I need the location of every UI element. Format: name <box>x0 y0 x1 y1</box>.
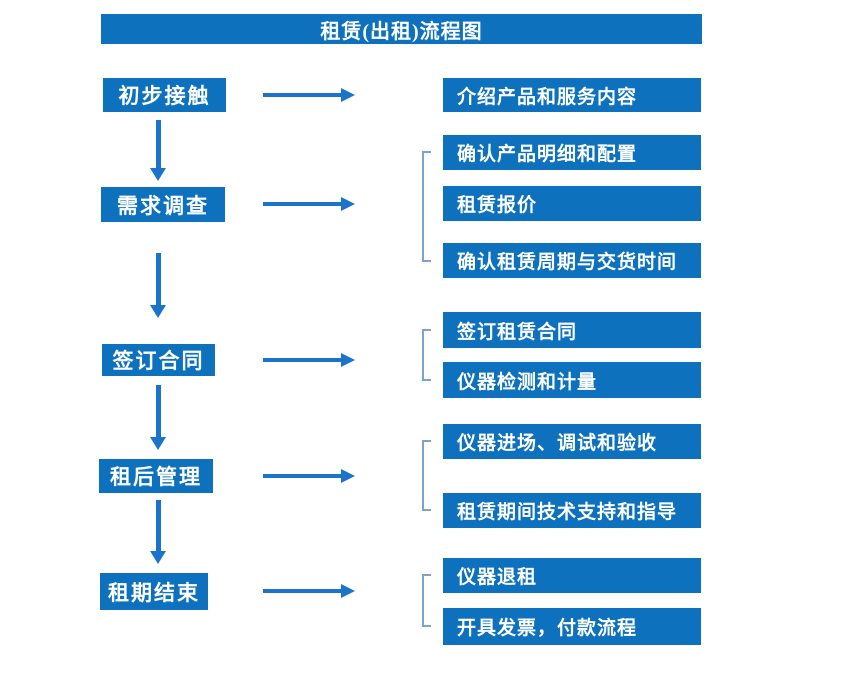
arrow-head-right-icon <box>341 469 355 483</box>
detail-instrument-testing-metering: 仪器检测和计量 <box>443 362 701 398</box>
arrow-head-down-icon <box>150 551 166 564</box>
arrow-shaft <box>263 589 342 593</box>
flow-arrow-down-2 <box>150 253 166 318</box>
arrow-shaft <box>156 253 161 306</box>
flow-arrow-down-1 <box>150 120 166 181</box>
bracket-group-5 <box>422 574 431 627</box>
step-sign-contract: 签订合同 <box>102 344 215 376</box>
flow-arrow-right-5 <box>263 583 355 599</box>
detail-instrument-setup-acceptance: 仪器进场、调试和验收 <box>443 424 701 459</box>
step-post-rental-management: 租后管理 <box>99 459 213 493</box>
flow-arrow-right-1 <box>263 87 355 103</box>
step-needs-survey: 需求调查 <box>101 187 225 222</box>
detail-sign-rental-contract: 签订租赁合同 <box>443 312 701 348</box>
flow-arrow-down-4 <box>150 500 166 564</box>
arrow-shaft <box>263 358 342 362</box>
arrow-shaft <box>263 474 342 478</box>
detail-instrument-return: 仪器退租 <box>443 558 701 593</box>
detail-introduce-products-services: 介绍产品和服务内容 <box>443 78 701 112</box>
flow-arrow-right-3 <box>263 352 355 368</box>
detail-tech-support-guidance: 租赁期间技术支持和指导 <box>443 493 701 528</box>
bracket-group-4 <box>422 440 431 511</box>
detail-invoice-payment: 开具发票，付款流程 <box>443 608 701 645</box>
arrow-shaft <box>156 500 161 552</box>
bracket-group-3 <box>422 329 431 381</box>
arrow-head-down-icon <box>150 437 166 450</box>
detail-confirm-product-config: 确认产品明细和配置 <box>443 135 701 170</box>
arrow-head-right-icon <box>341 197 355 211</box>
flow-arrow-right-4 <box>263 468 355 484</box>
arrow-shaft <box>263 93 342 97</box>
arrow-head-down-icon <box>150 168 166 181</box>
step-rental-end: 租期结束 <box>100 573 208 610</box>
arrow-head-right-icon <box>341 584 355 598</box>
arrow-shaft <box>263 202 342 206</box>
flow-arrow-right-2 <box>263 196 355 212</box>
arrow-shaft <box>156 385 161 438</box>
step-initial-contact: 初步接触 <box>103 78 226 112</box>
diagram-title: 租赁(出租)流程图 <box>101 14 702 44</box>
arrow-head-right-icon <box>341 353 355 367</box>
detail-rental-quotation: 租赁报价 <box>443 186 701 221</box>
arrow-head-down-icon <box>150 305 166 318</box>
bracket-group-2 <box>422 151 431 262</box>
detail-confirm-period-delivery: 确认租赁周期与交货时间 <box>443 243 701 278</box>
arrow-shaft <box>156 120 161 169</box>
flow-arrow-down-3 <box>150 385 166 450</box>
arrow-head-right-icon <box>341 88 355 102</box>
